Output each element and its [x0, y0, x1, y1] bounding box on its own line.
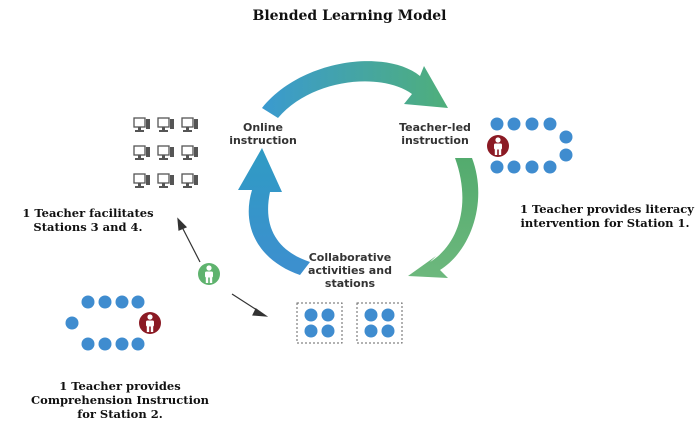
- arrow-to-teacher-led: [262, 61, 448, 118]
- arrow-to-online: [238, 148, 310, 275]
- facilitator-arrows: [177, 217, 269, 317]
- arrow-to-collaborative: [408, 158, 479, 278]
- computer-lab-icon: [133, 117, 199, 189]
- teacher-led-table: [487, 117, 573, 174]
- comprehension-table: [65, 295, 161, 351]
- diagram-title: Blended Learning Model: [252, 8, 447, 24]
- station-3-box: [296, 302, 343, 344]
- facilitator-teacher-icon: [198, 263, 220, 285]
- station-4-box: [356, 302, 403, 344]
